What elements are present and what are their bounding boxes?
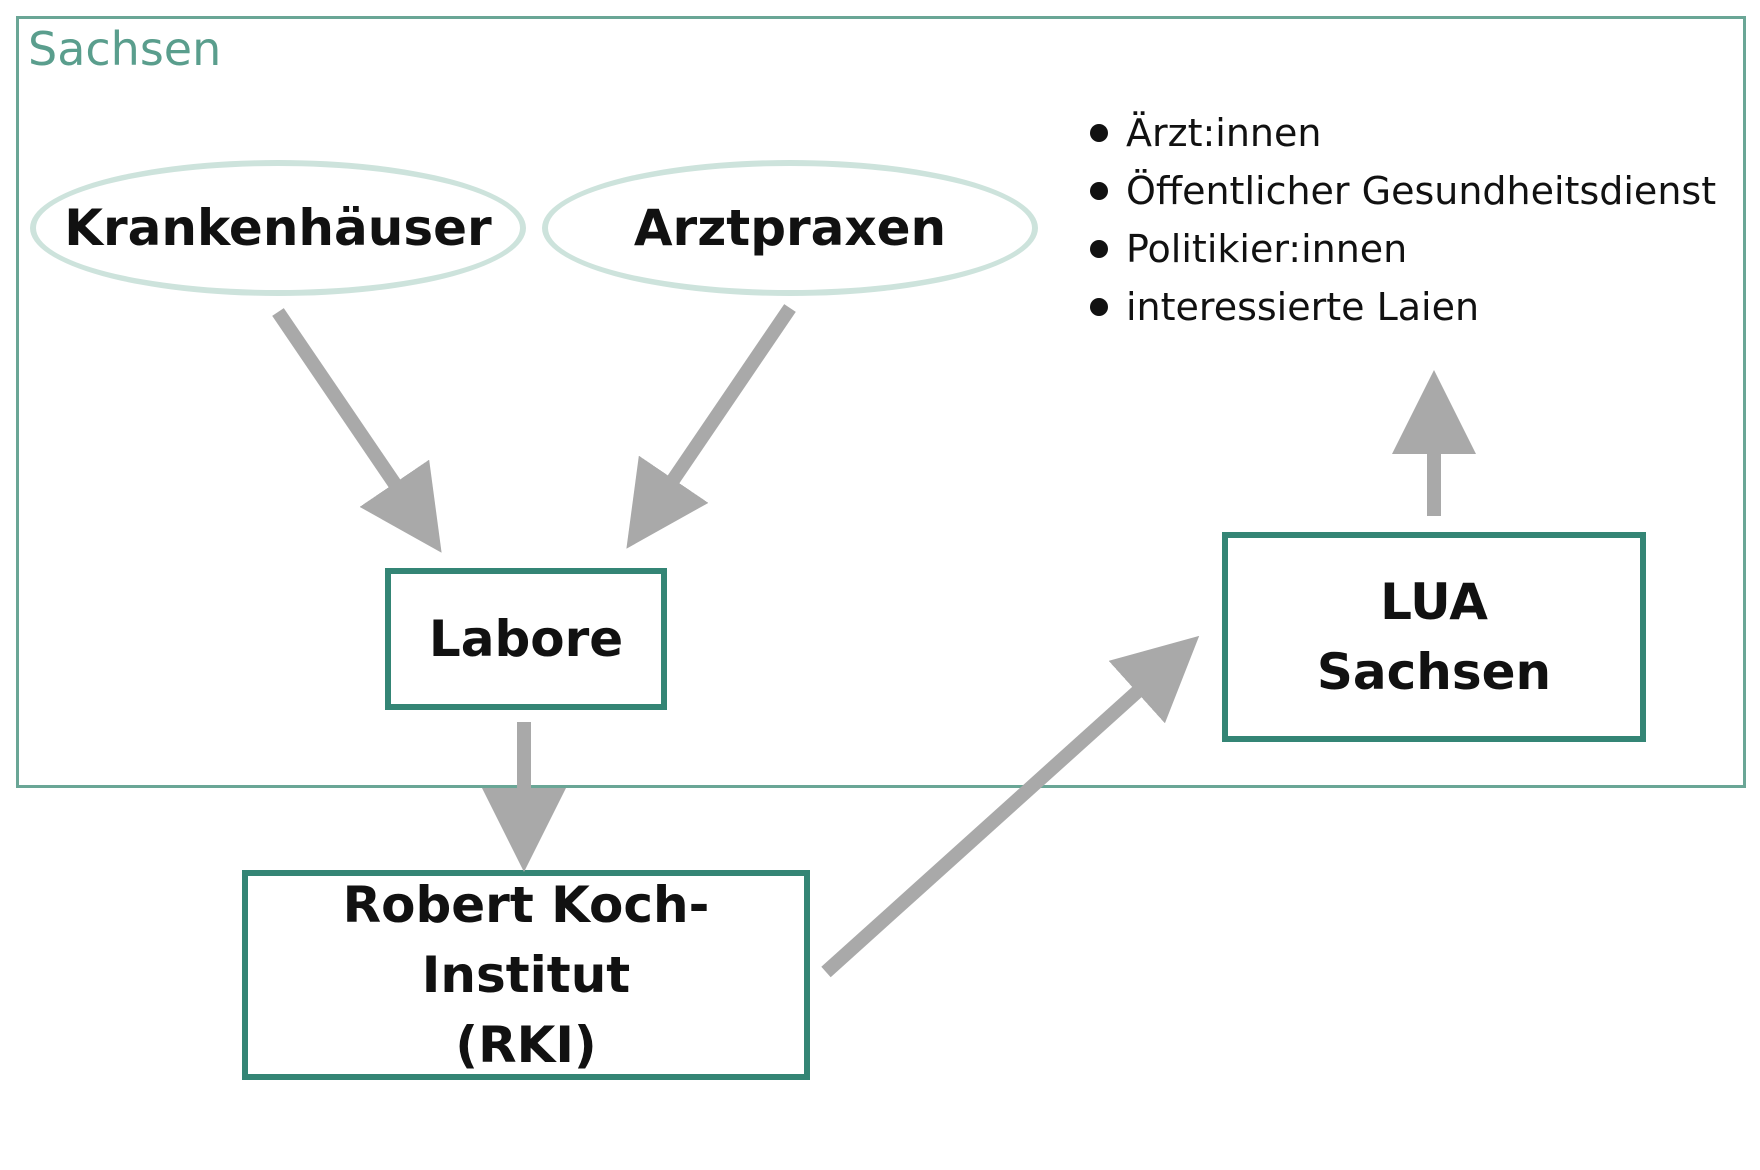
node-lua-label-line1: LUA xyxy=(1380,573,1488,631)
node-labore-label: Labore xyxy=(428,610,624,668)
region-label: Sachsen xyxy=(28,22,222,76)
audience-item: Öffentlicher Gesundheitsdienst xyxy=(1090,162,1716,220)
audience-list: Ärzt:innen Öffentlicher Gesundheitsdiens… xyxy=(1090,104,1716,336)
audience-item: interessierte Laien xyxy=(1090,278,1716,336)
node-rki-label-line1: Robert Koch-Institut xyxy=(342,876,710,1004)
node-rki-label-line2: (RKI) xyxy=(455,1016,597,1074)
node-krankenhaeuser: Krankenhäuser xyxy=(30,160,526,296)
node-labore: Labore xyxy=(385,568,667,710)
audience-item: Ärzt:innen xyxy=(1090,104,1716,162)
node-lua-sachsen: LUA Sachsen xyxy=(1222,532,1646,742)
node-rki: Robert Koch-Institut (RKI) xyxy=(242,870,810,1080)
node-lua-label-line2: Sachsen xyxy=(1316,643,1552,701)
node-krankenhaeuser-label: Krankenhäuser xyxy=(64,199,492,257)
node-arztpraxen-label: Arztpraxen xyxy=(633,199,947,257)
node-arztpraxen: Arztpraxen xyxy=(542,160,1038,296)
audience-item: Politikier:innen xyxy=(1090,220,1716,278)
